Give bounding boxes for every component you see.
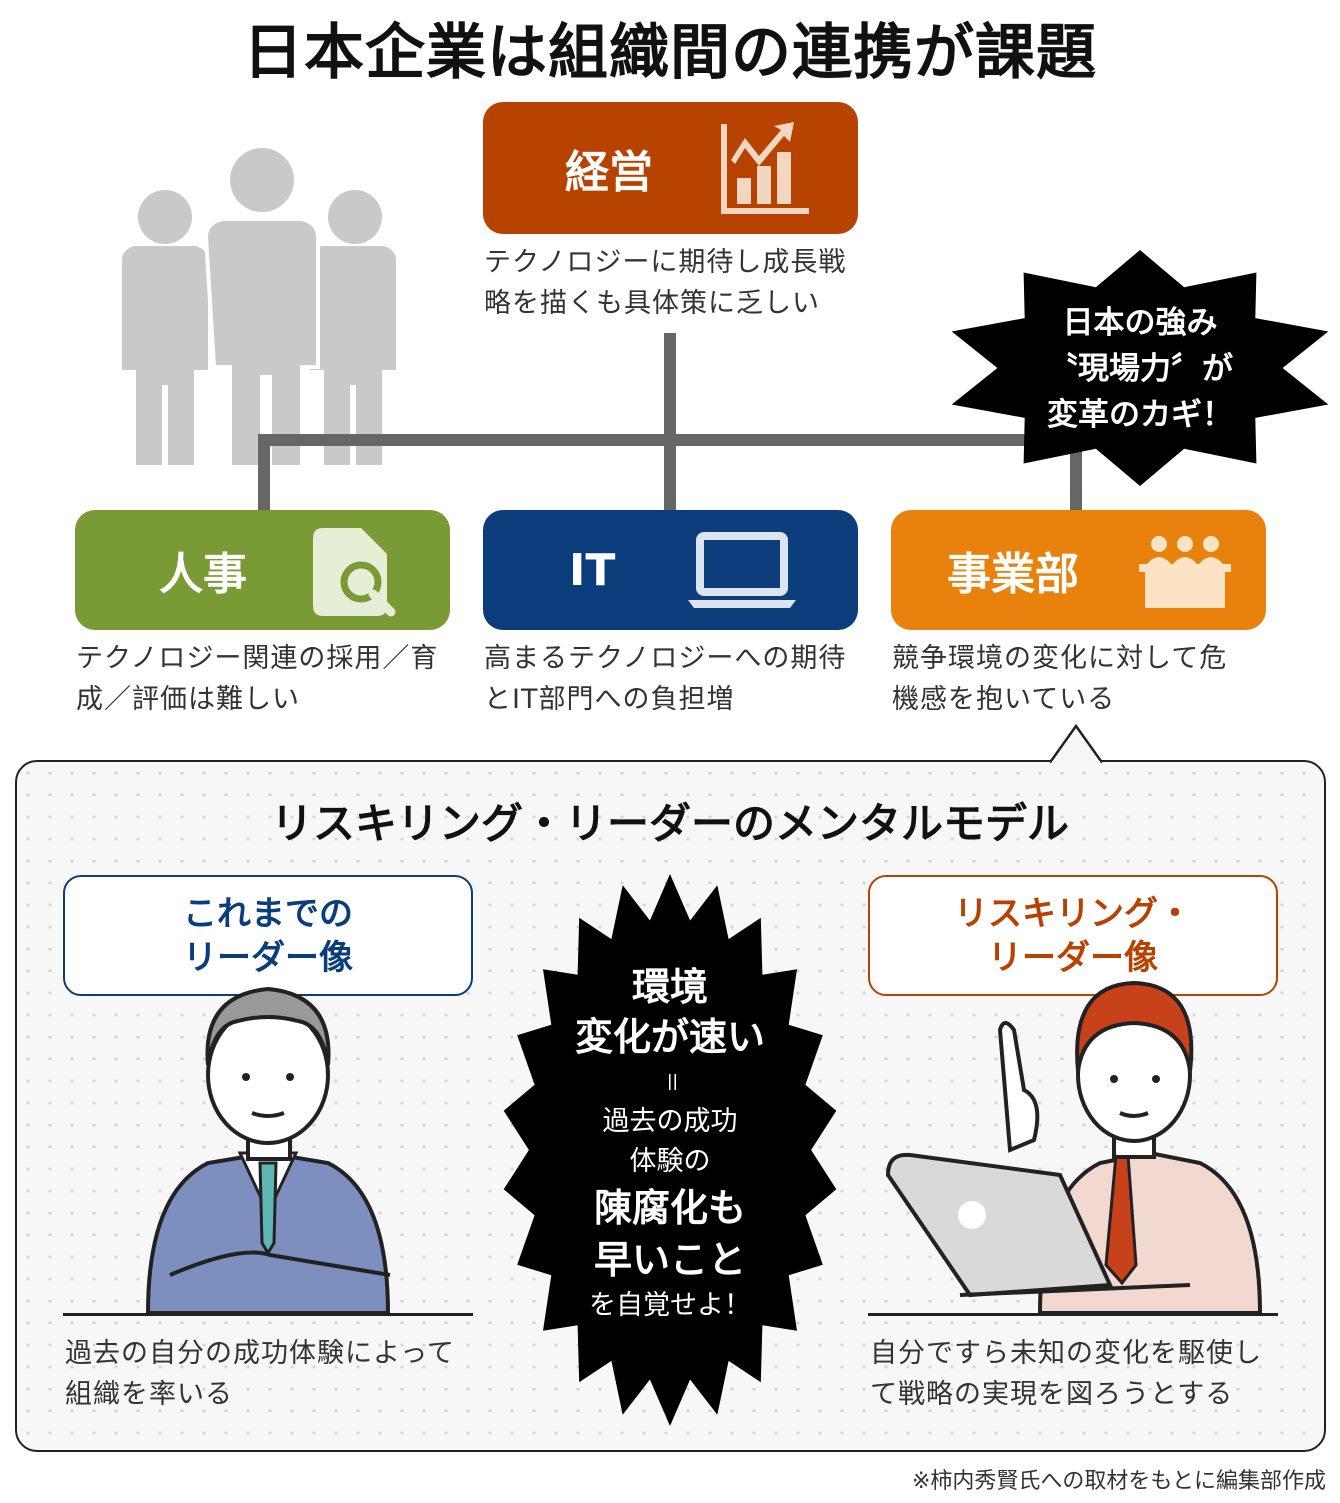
burst-line-tail: を自覚せよ！ [589, 1290, 751, 1321]
document-search-icon [313, 528, 396, 617]
burst-line-small: 体験の [629, 1146, 711, 1177]
panel-title: リスキリング・リーダーのメンタルモデル [270, 799, 1069, 848]
divider-right [868, 1313, 1278, 1316]
burst-line-big: 変化が速い [574, 1015, 765, 1059]
burst-line-small: 過去の成功 [602, 1106, 738, 1137]
role-line: これまでの [183, 894, 353, 934]
it-box: IT [483, 510, 858, 630]
traditional-leader-caption: 過去の自分の成功体験によって 組織を率いる [65, 1333, 485, 1415]
page-title: 日本企業は組織間の連携が課題 [243, 18, 1097, 88]
hr-desc: テクノロジー関連の採用／育 成／評価は難しい [76, 638, 466, 720]
role-line: リーダー像 [183, 938, 353, 978]
callout-text: 日本の強み 〝現場力〞が 変革のカギ！ [1000, 300, 1280, 438]
center-burst-text: 環境 変化が速い ＝ 過去の成功 体験の 陳腐化も 早いこと を自覚せよ！ [540, 962, 800, 1326]
callout-burst [951, 250, 1329, 486]
caption-line: 組織を率いる [65, 1379, 233, 1410]
burst-shape [503, 874, 837, 1426]
desc-line: 機感を抱いている [892, 684, 1116, 715]
callout-line: 日本の強み [1062, 305, 1218, 341]
desc-line: 高まるテクノロジーへの期待 [484, 643, 847, 674]
panel-pointer [1050, 724, 1102, 764]
burst-line-big: 早いこと [593, 1238, 746, 1282]
desc-line: とIT部門への負担増 [484, 684, 735, 715]
burst-shape [951, 250, 1329, 486]
traditional-leader-illustration [145, 986, 391, 1315]
business-unit-label: 事業部 [947, 549, 1079, 600]
business-unit-box: 事業部 [891, 510, 1266, 630]
caption-line: 過去の自分の成功体験によって [65, 1338, 455, 1369]
management-box: 経営 [483, 102, 858, 234]
reskilling-leader-illustration [885, 980, 1263, 1315]
connector-line [258, 434, 270, 511]
burst-line-big: 環境 [631, 965, 708, 1009]
team-icon [1139, 536, 1231, 608]
burst-equals: ＝ [658, 1070, 683, 1093]
role-line: リスキリング・ [954, 894, 1192, 934]
footnote: ※柿内秀賢氏への取材をもとに編集部作成 [912, 1469, 1326, 1494]
burst-line-big: 陳腐化も [593, 1186, 746, 1230]
reskilling-leader-caption: 自分ですら未知の変化を駆使し て戦略の実現を図ろうとする [870, 1333, 1290, 1415]
connector-line [258, 434, 1080, 446]
hr-label: 人事 [159, 549, 247, 600]
role-line: リーダー像 [988, 938, 1158, 978]
people-silhouette-icon [122, 148, 396, 469]
center-burst [503, 874, 837, 1426]
callout-line: 〝現場力〞が [1047, 351, 1233, 387]
caption-line: 自分ですら未知の変化を駆使し [870, 1338, 1262, 1369]
management-desc: テクノロジーに期待し成長戦 略を描くも具体策に乏しい [484, 242, 874, 324]
hr-box: 人事 [75, 510, 450, 630]
desc-line: 成／評価は難しい [76, 684, 300, 715]
it-label: IT [569, 544, 616, 596]
desc-line: テクノロジー関連の採用／育 [76, 643, 439, 674]
divider-left [63, 1313, 473, 1316]
laptop-icon [688, 532, 796, 608]
desc-line: テクノロジーに期待し成長戦 [484, 247, 847, 278]
traditional-leader-box: これまでの リーダー像 [63, 875, 473, 996]
callout-line: 変革のカギ！ [1047, 397, 1233, 433]
chart-growth-icon [721, 122, 809, 214]
desc-line: 略を描くも具体策に乏しい [484, 288, 820, 319]
management-label: 経営 [565, 147, 653, 198]
reskilling-leader-box: リスキリング・ リーダー像 [868, 875, 1278, 996]
connector-line [664, 333, 676, 511]
business-unit-desc: 競争環境の変化に対して危 機感を抱いている [892, 638, 1282, 720]
desc-line: 競争環境の変化に対して危 [892, 643, 1228, 674]
it-desc: 高まるテクノロジーへの期待 とIT部門への負担増 [484, 638, 874, 720]
caption-line: て戦略の実現を図ろうとする [870, 1379, 1234, 1410]
